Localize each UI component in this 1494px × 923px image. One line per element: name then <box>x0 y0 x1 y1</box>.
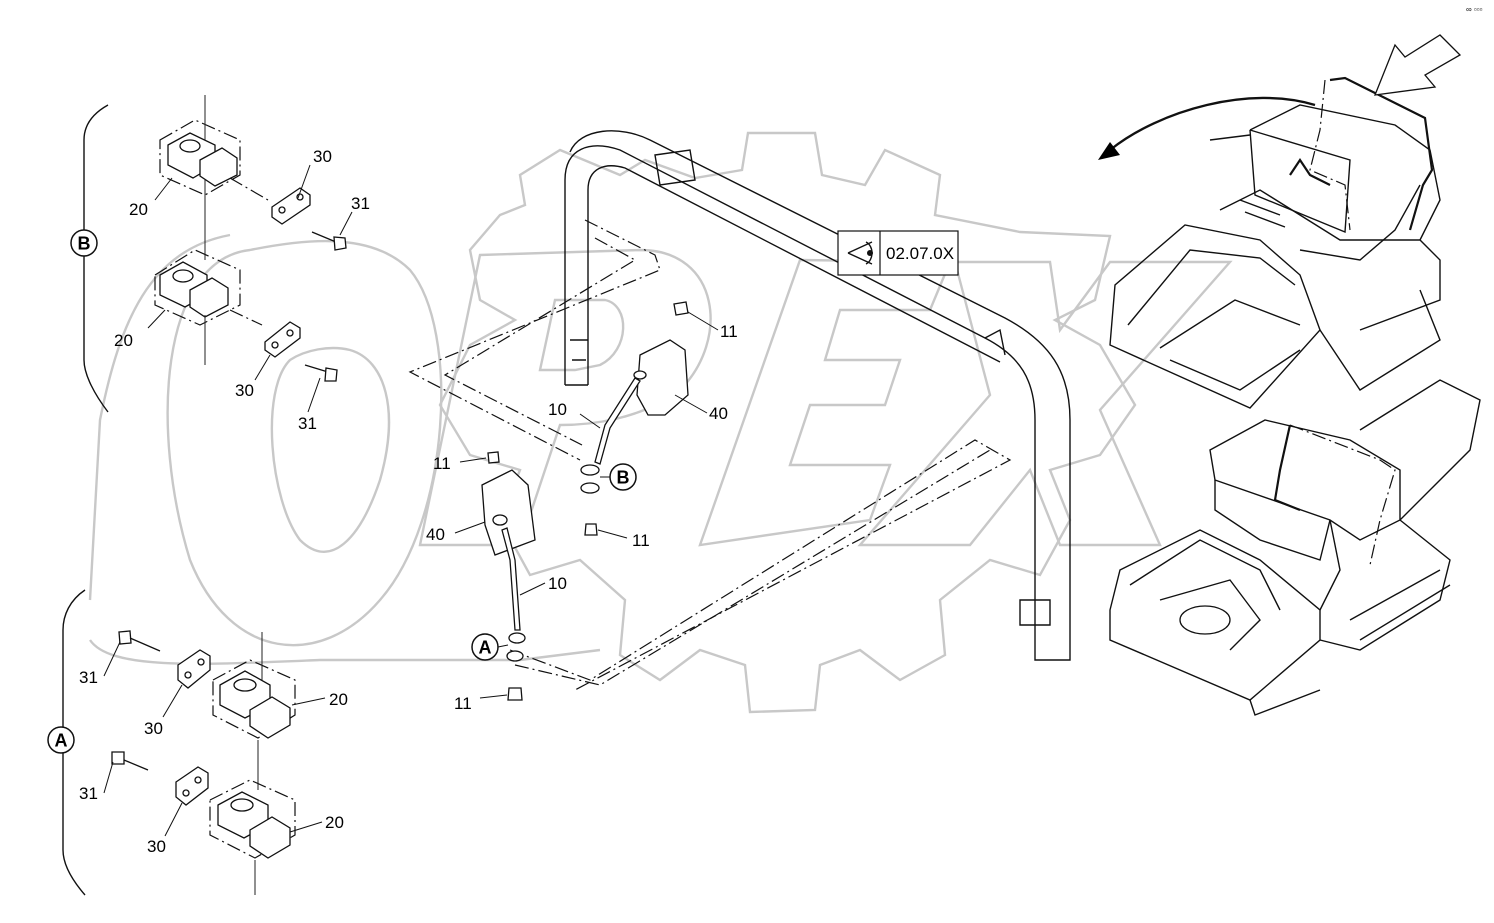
callout: 30 <box>235 381 254 400</box>
callout: 11 <box>720 322 738 341</box>
view-a-details <box>62 589 296 896</box>
leader-lines <box>103 164 719 837</box>
callout: 20 <box>129 200 148 219</box>
gear-icon <box>438 131 1137 714</box>
work-lamp-upper <box>636 339 689 416</box>
callout: 10 <box>548 574 567 593</box>
view-direction-arrow <box>1373 34 1462 96</box>
svg-text:A: A <box>55 731 68 751</box>
callout: 20 <box>114 331 133 350</box>
callout: 31 <box>351 194 370 213</box>
callout: 20 <box>325 813 344 832</box>
work-lamp-lower <box>481 469 536 556</box>
callout: 30 <box>147 837 166 856</box>
callout: 11 <box>454 694 472 713</box>
callout: 40 <box>426 525 445 544</box>
center-assembly <box>481 301 689 701</box>
view-label-b: B <box>70 229 98 257</box>
svg-text:A: A <box>479 638 492 658</box>
corner-mark: ∞ ▫▫▫ <box>1466 5 1483 14</box>
callout: 10 <box>548 400 567 419</box>
callout: 30 <box>313 147 332 166</box>
svg-text:B: B <box>617 468 630 488</box>
reference-box: 02.07.0X <box>837 230 959 276</box>
callout: 20 <box>329 690 348 709</box>
callout: 31 <box>298 414 317 433</box>
detail-marker-b: B <box>600 463 637 491</box>
callout: 11 <box>433 454 451 473</box>
callout: 31 <box>79 784 98 803</box>
detail-marker-a: A <box>471 633 509 661</box>
view-b-details <box>83 95 347 413</box>
eye-icon <box>847 241 873 265</box>
callouts-center: 11 40 10 11 11 40 10 11 <box>426 322 738 713</box>
callout: 30 <box>144 719 163 738</box>
callout: 31 <box>79 668 98 687</box>
callouts-view-a: 31 30 20 31 30 20 <box>79 668 348 856</box>
machine-view-lower <box>1109 379 1481 716</box>
callout: 11 <box>632 531 650 550</box>
machine-view-upper <box>1098 34 1462 409</box>
callout: 40 <box>709 404 728 423</box>
callouts-view-b: 30 31 20 20 30 31 <box>114 147 370 433</box>
roll-bar-frame <box>564 130 1071 661</box>
view-label-a: A <box>47 726 75 754</box>
wiring-route <box>408 219 1012 691</box>
reference-code: 02.07.0X <box>886 244 954 263</box>
watermark <box>88 131 1233 714</box>
svg-text:B: B <box>78 234 91 254</box>
